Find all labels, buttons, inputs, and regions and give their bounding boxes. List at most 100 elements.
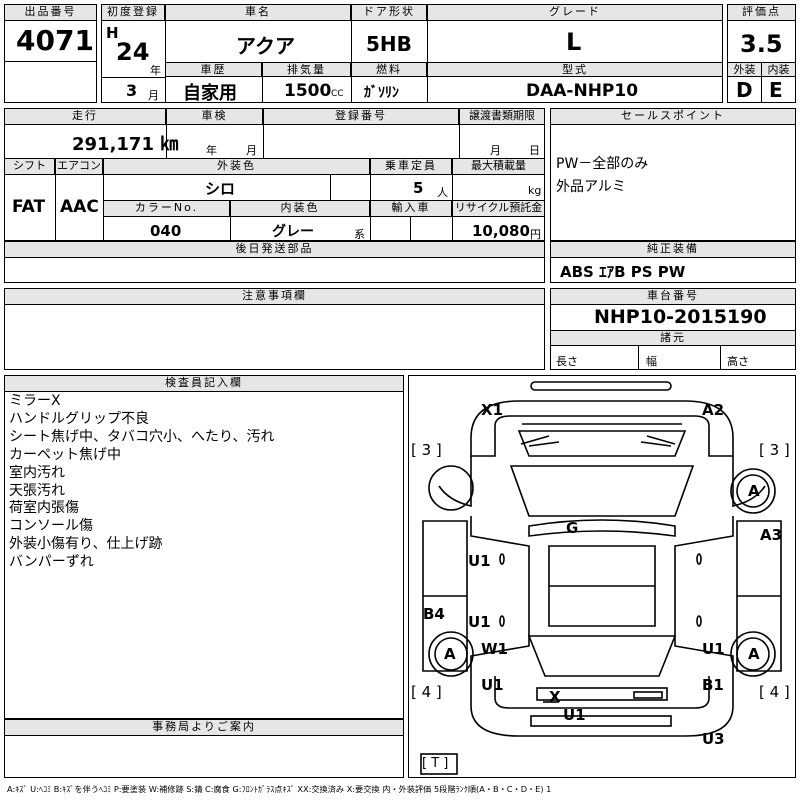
year-suffix: 年 (150, 64, 161, 77)
first-reg-label: 初度登録 (101, 4, 165, 21)
ext-color: シロ (205, 180, 236, 198)
equipment: ABS ｴｱB PS PW (560, 263, 686, 281)
exterior-grade: D (736, 78, 753, 102)
damage-mark-u1-e: U1 (563, 706, 586, 724)
displacement-unit: CC (331, 89, 344, 99)
car-outline (420, 381, 782, 775)
legend: A:ｷｽﾞ U:ﾍｺﾐ B:ｷｽﾞを伴うﾍｺﾐ P:要塗装 W:補修跡 S:錆 … (7, 784, 552, 794)
sales-box (550, 108, 796, 241)
divider (230, 200, 231, 241)
score-label: 評価点 (727, 4, 796, 21)
width-label: 幅 (646, 355, 657, 368)
inspection-label: 車検 (166, 108, 263, 125)
divider (720, 346, 721, 370)
inspection-month-suffix: 月 (246, 144, 257, 157)
int-color-suffix: 系 (354, 228, 365, 241)
history: 自家用 (183, 83, 237, 104)
damage-mark-wheel-fr: A (748, 482, 760, 500)
model-label: 型式 (427, 62, 723, 77)
height-label: 高さ (727, 355, 749, 368)
capacity-label: 乗車定員 (370, 158, 452, 175)
divider (427, 4, 428, 63)
capacity-unit: 人 (437, 186, 448, 199)
damage-mark-wheel-rr: A (748, 645, 760, 663)
divider (427, 62, 428, 103)
color-no: 040 (150, 222, 182, 240)
exterior-label: 外装 (727, 62, 762, 77)
inspector-lines: ミラーX ハンドルグリップ不良 シート焦げ中、タバコ穴小、へたり、汚れ カーペッ… (9, 393, 274, 572)
later-parts-label: 後日発送部品 (4, 241, 545, 258)
aircon-label: エアコン (55, 158, 103, 175)
divider (410, 217, 411, 241)
inspector-line: ハンドルグリップ不良 (9, 410, 149, 427)
lot-label: 出品番号 (4, 4, 97, 21)
sales-label: セールスポイント (550, 108, 796, 125)
fuel: ｶﾞｿﾘﾝ (364, 85, 399, 101)
divider (55, 158, 56, 241)
inspector-line: 荷室内張傷 (9, 500, 79, 517)
inspector-line: バンパーずれ (9, 554, 94, 571)
equipment-label: 純正装備 (550, 241, 796, 258)
displacement: 1500 (284, 81, 332, 101)
int-color-label: 内装色 (230, 200, 370, 217)
tire-rear-right: [ 4 ] (759, 683, 790, 701)
shift: FAT (12, 197, 46, 217)
divider (103, 158, 104, 241)
damage-mark-u1-b: U1 (468, 613, 491, 631)
lot-divider (4, 61, 97, 62)
transfer-day-suffix: 日 (529, 144, 540, 157)
reg-year: 24 (116, 38, 150, 66)
sales-line-2: 外品アルミ (556, 179, 626, 195)
tire-front-right: [ 3 ] (759, 441, 790, 459)
aircon: AAC (60, 197, 99, 217)
interior-label: 内装 (761, 62, 796, 77)
inspection-year-suffix: 年 (206, 144, 217, 157)
divider (452, 158, 453, 241)
divider (166, 108, 167, 158)
mileage: 291,171 ㎞ (72, 134, 179, 155)
mileage-label: 走行 (4, 108, 166, 125)
spec-label: 諸元 (550, 330, 796, 346)
reg-month: 3 (126, 81, 138, 100)
damage-mark-a3: A3 (760, 526, 783, 544)
divider (638, 346, 639, 370)
grade: L (566, 28, 582, 56)
score: 3.5 (740, 30, 783, 58)
car-name: アクア (236, 34, 295, 58)
chassis-number: NHP10-2015190 (594, 306, 767, 328)
load-unit: kg (528, 184, 542, 197)
inspector-line: カーペット焦げ中 (9, 446, 121, 463)
divider (101, 77, 165, 78)
damage-mark-x1: X1 (481, 401, 504, 419)
inspector-line: 室内汚れ (9, 464, 65, 481)
inspector-line: ミラーX (9, 393, 61, 409)
color-no-label: カラーNo. (103, 200, 230, 217)
chassis-label: 車台番号 (550, 288, 796, 305)
door-type: 5HB (366, 32, 412, 56)
transfer-label: 譲渡書類期限 (459, 108, 545, 125)
divider (459, 108, 460, 158)
fuel-label: 燃料 (351, 62, 427, 77)
divider (263, 108, 264, 158)
tire-rear-left: [ 4 ] (411, 683, 442, 701)
divider (262, 62, 263, 103)
divider (330, 175, 331, 200)
damage-mark-b4: B4 (423, 605, 445, 623)
model: DAA-NHP10 (526, 81, 639, 101)
divider (761, 62, 762, 103)
month-suffix: 月 (148, 89, 159, 102)
damage-mark-u1-c: U1 (702, 640, 725, 658)
displacement-label: 排気量 (262, 62, 351, 77)
load-label: 最大積載量 (452, 158, 545, 175)
interior-grade: E (769, 78, 783, 102)
era-label: H (106, 24, 119, 42)
notes-label: 注意事項欄 (4, 288, 545, 305)
history-label: 車歴 (165, 62, 262, 77)
office-label: 事務局よりご案内 (4, 719, 404, 736)
damage-mark-g: G (566, 519, 579, 537)
damage-mark-w1: W1 (481, 640, 508, 658)
damage-mark-wheel-rl: A (444, 645, 456, 663)
car-name-label: 車名 (165, 4, 351, 21)
divider (165, 4, 166, 103)
damage-mark-u3: U3 (702, 730, 725, 748)
